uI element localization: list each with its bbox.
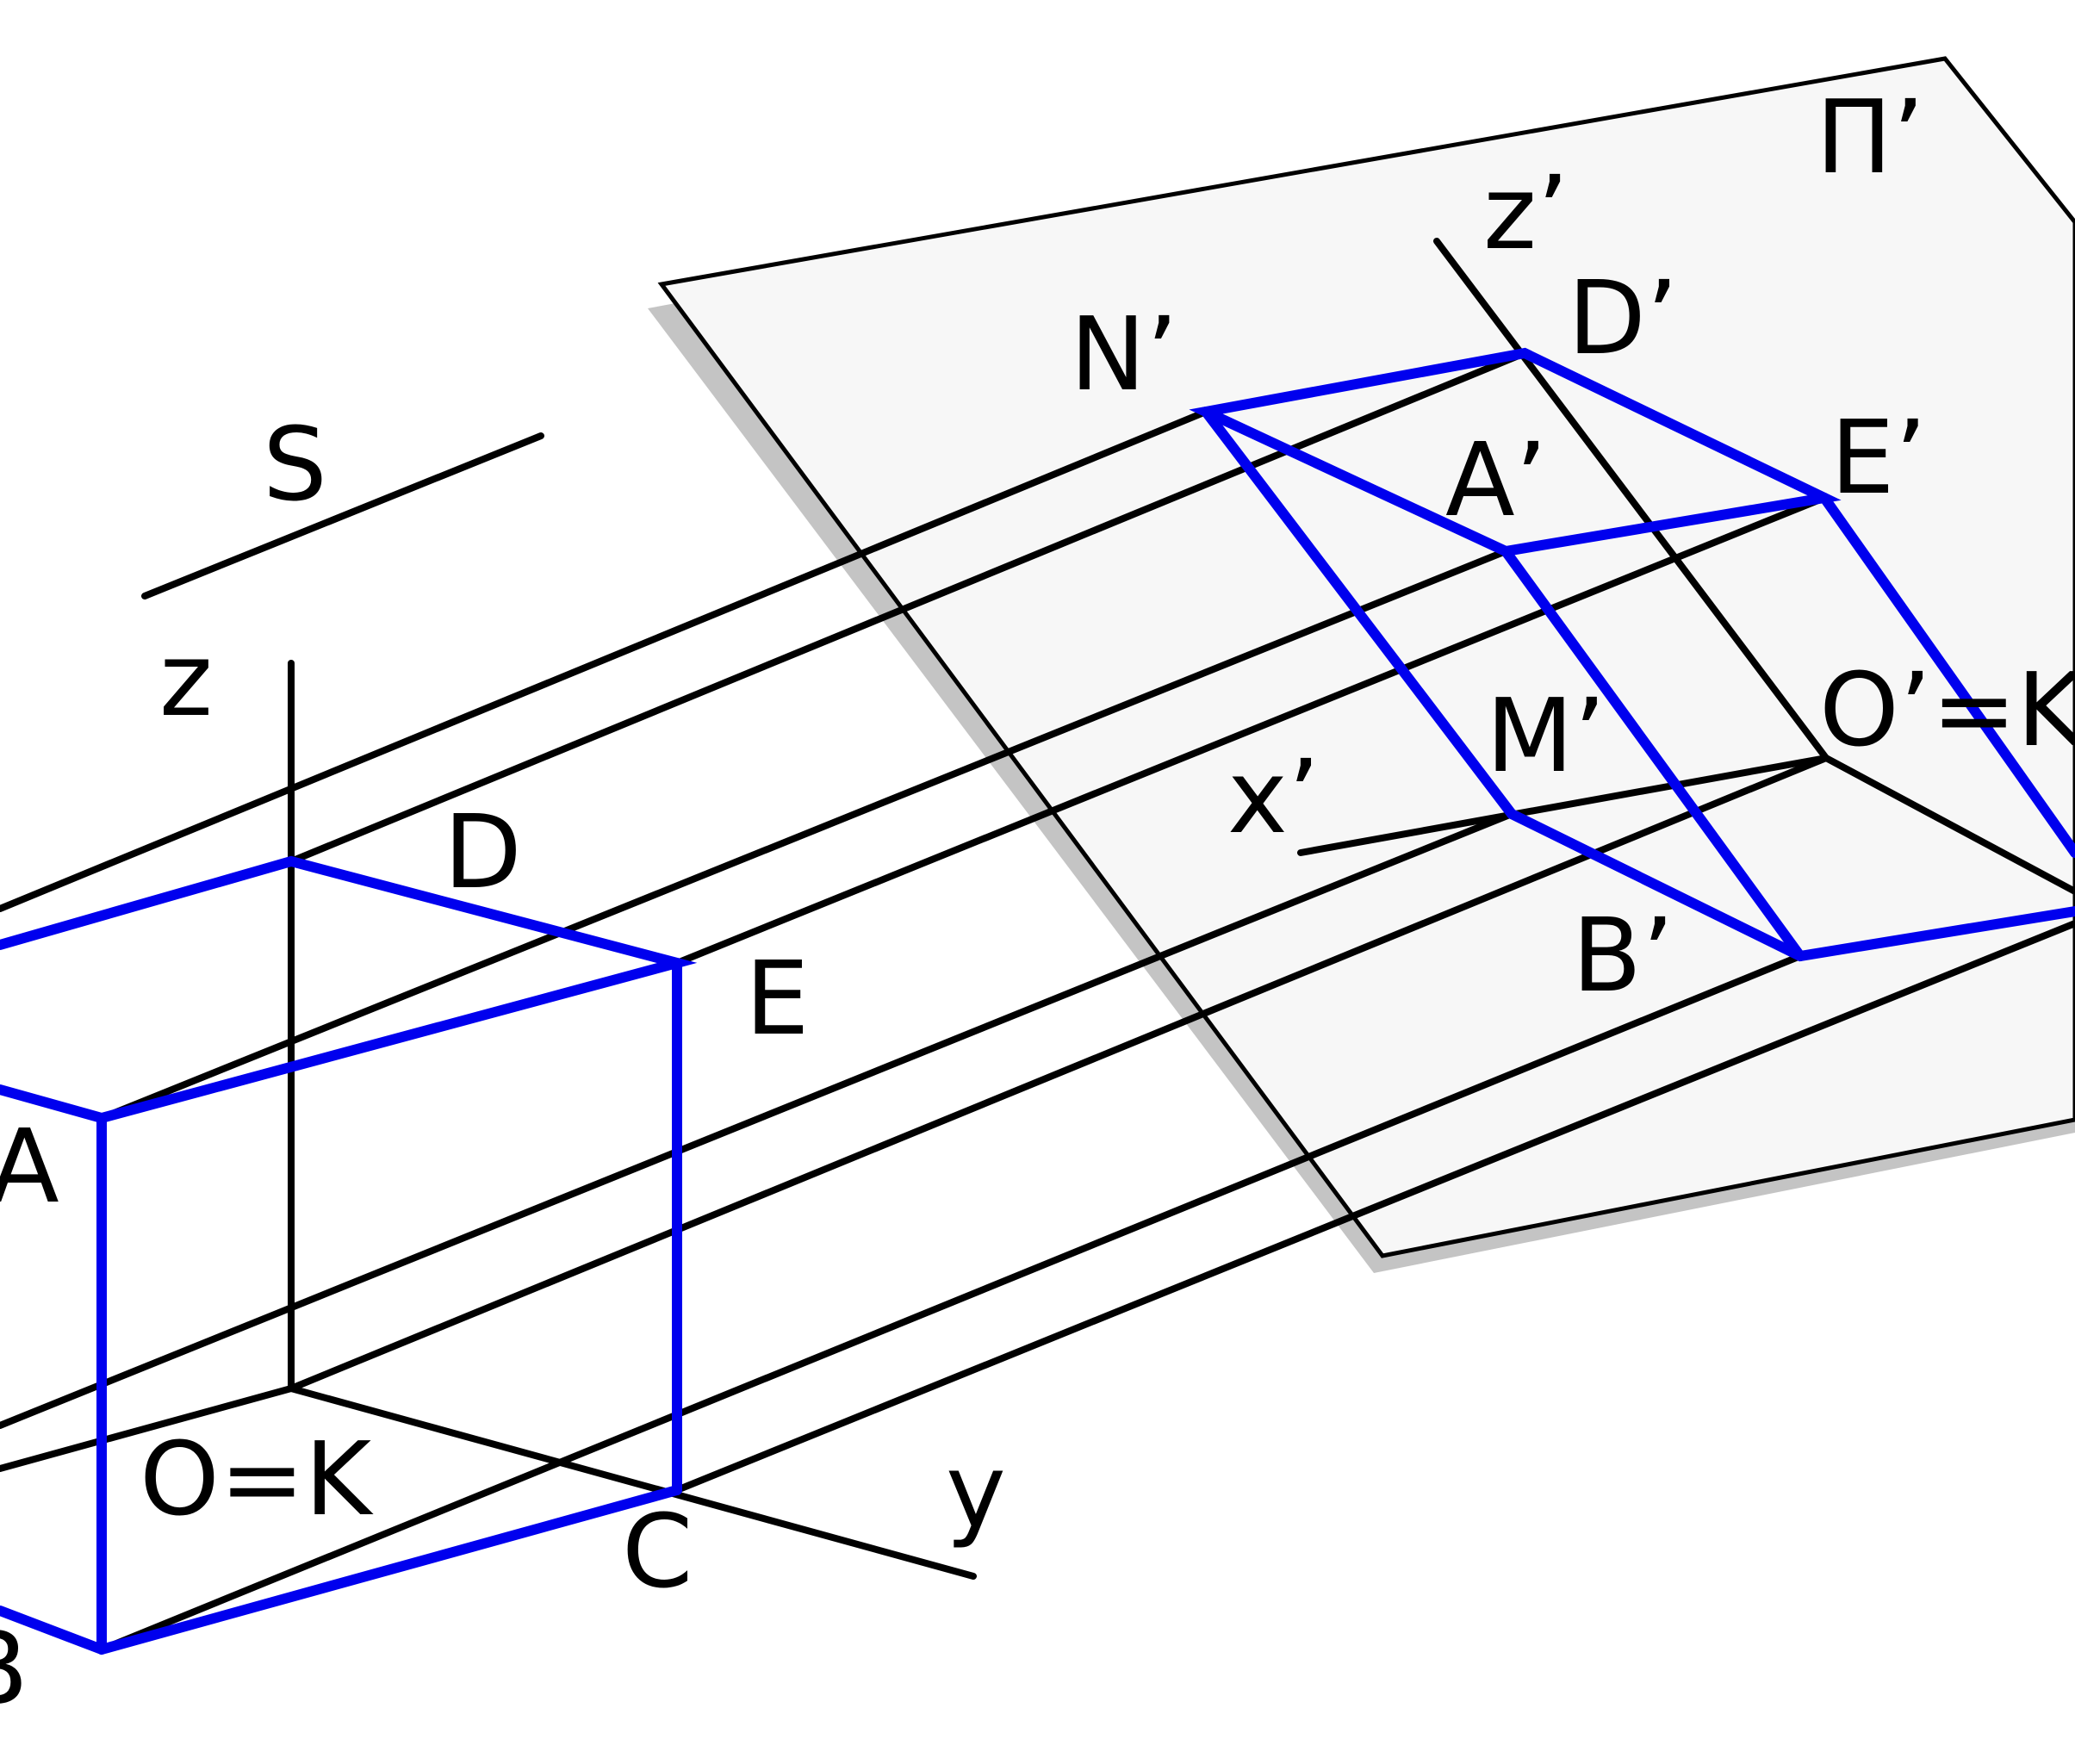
projection-rays — [0, 350, 2075, 1653]
ray-e — [674, 494, 1828, 966]
point-n-prime-label: N’ — [1070, 295, 1178, 413]
point-o-prime-label: O’=K’ — [1819, 650, 2075, 769]
projection-plane — [648, 56, 2075, 1273]
point-m-prime-label: M’ — [1486, 676, 1606, 795]
projected-axes — [1297, 238, 2075, 895]
origin-label: O=K — [140, 1419, 374, 1538]
point-e-label: E — [745, 939, 810, 1058]
plane-surface — [657, 56, 2075, 1258]
x-prime-axis-label: x’ — [1227, 737, 1320, 856]
projected-bottom-edges — [1507, 809, 2075, 962]
ray-o — [288, 755, 1830, 1392]
labels: Π’ S z y z’ x’ D E A O=K C B N’ D’ A’ E’… — [0, 78, 2075, 1728]
z-prime-axis — [1433, 238, 1830, 761]
prism-bottom-edges — [0, 1485, 682, 1655]
projected-edge-n-m — [1201, 407, 1517, 819]
ray-b — [98, 953, 1804, 1653]
original-axes — [0, 660, 977, 1580]
point-d-label: D — [444, 792, 522, 911]
x-prime-axis — [1297, 755, 1830, 856]
point-e-prime-label: E’ — [1830, 398, 1927, 517]
z-prime-axis-label: z’ — [1483, 153, 1569, 272]
ray-m — [0, 811, 1515, 1429]
ray-d — [288, 350, 1528, 865]
prism-top-edges — [0, 855, 698, 1124]
point-b-label: B — [0, 1609, 28, 1728]
y-axis — [288, 1385, 977, 1580]
projected-edge-e-c — [1819, 493, 2075, 858]
projected-prism — [1189, 347, 2075, 962]
y-prime-axis — [1823, 755, 2075, 895]
point-a-label: A — [0, 1107, 59, 1226]
y-axis-label: y — [946, 1432, 1006, 1550]
x-axis — [0, 1385, 295, 1472]
direction-s-arrow — [141, 432, 544, 599]
projected-edge-a-b — [1500, 546, 1805, 961]
direction-label: S — [263, 405, 327, 524]
ray-c — [674, 920, 2075, 1494]
original-prism — [0, 855, 698, 1655]
point-b-prime-label: B’ — [1572, 896, 1674, 1015]
point-a-prime-label: A’ — [1445, 420, 1547, 539]
point-d-prime-label: D’ — [1568, 258, 1678, 377]
z-axis-label: z — [159, 620, 213, 739]
plane-label: Π’ — [1816, 78, 1924, 196]
point-c-label: C — [622, 1492, 693, 1611]
ray-n — [0, 408, 1209, 912]
ray-a — [98, 548, 1509, 1121]
